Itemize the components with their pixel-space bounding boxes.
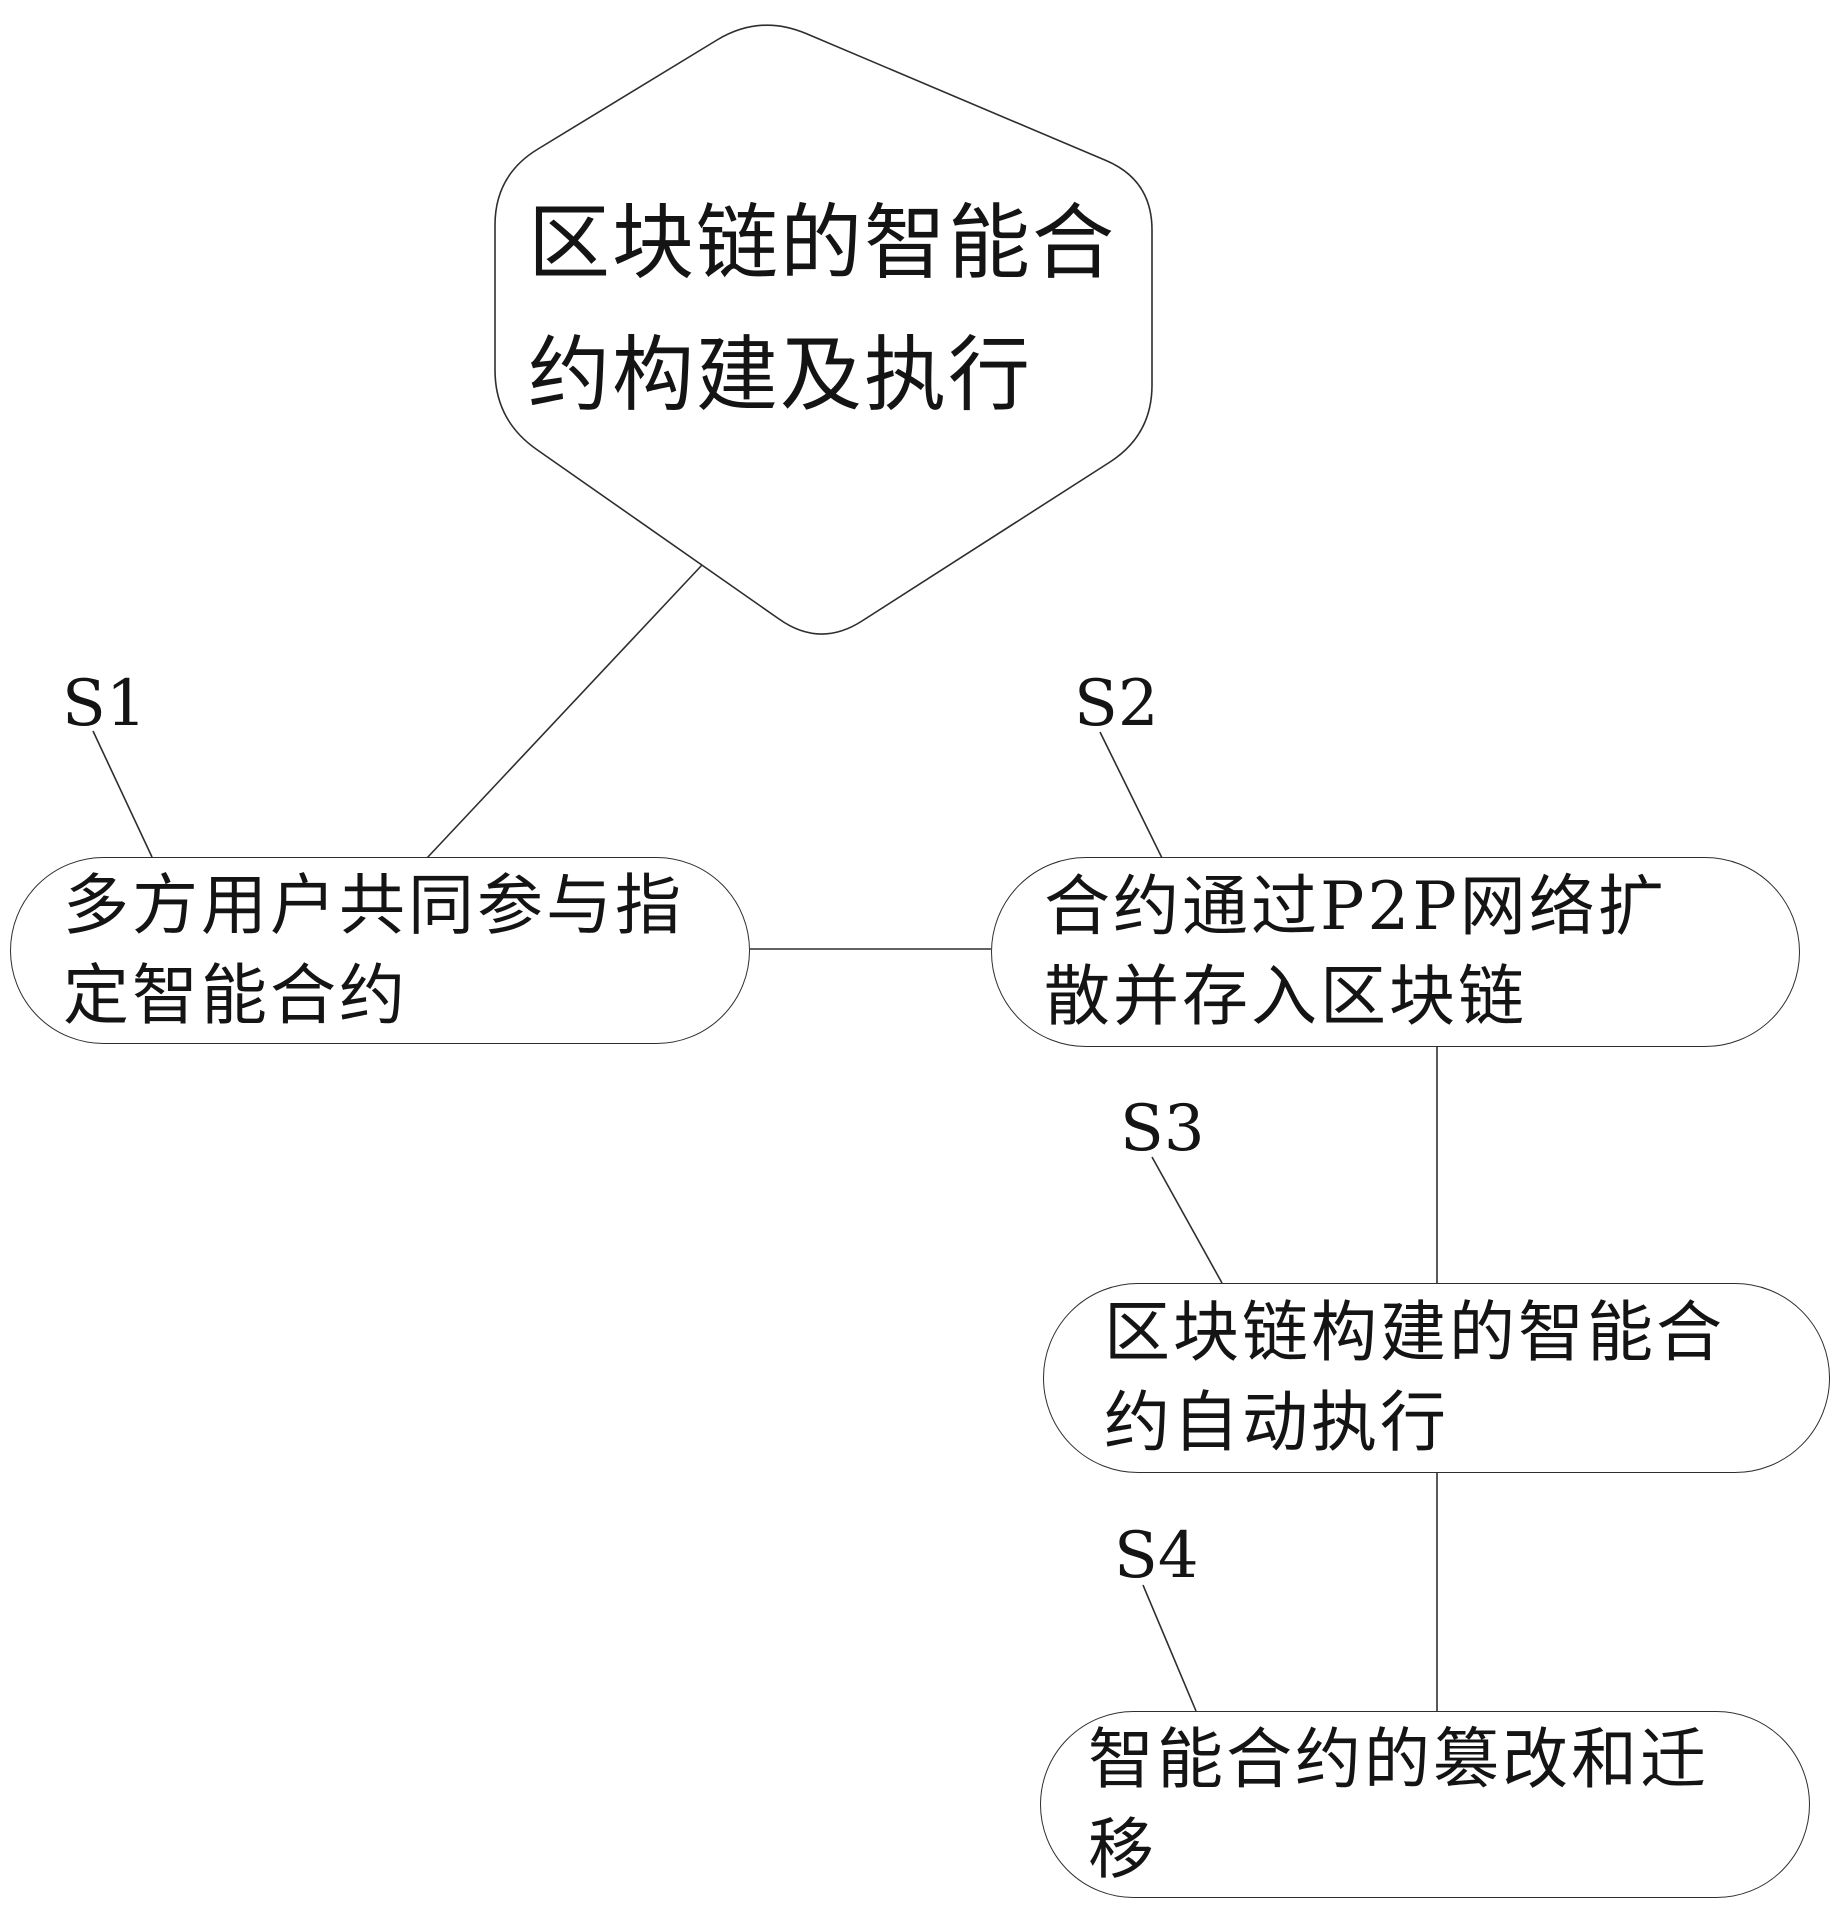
step-label-s4: S4 [1114,1519,1199,1593]
connector-hexagon-s1 [426,564,703,859]
leader-line-s3 [1151,1156,1223,1284]
step-box-s3-line2: 约自动执行 [1104,1384,1449,1461]
step-box-s4-line2: 移 [1088,1810,1157,1888]
step-label-s3: S3 [1120,1092,1205,1166]
step-label-s2: S2 [1074,667,1159,741]
step-box-s4-text: 智能合约的篡改和迁 移 [1041,1715,1709,1895]
leader-line-s4 [1142,1584,1197,1712]
hexagon-outline [494,24,1153,635]
leader-line-s1 [92,730,153,858]
step-box-s2: 合约通过P2P网络扩 散并存入区块链 [991,857,1800,1047]
step-box-s1-text: 多方用户共同参与指 定智能合约 [11,861,684,1041]
hexagon-title-line2: 约构建及执行 [528,328,1033,423]
step-box-s4-line1: 智能合约的篡改和迁 [1088,1720,1709,1798]
step-box-s4: 智能合约的篡改和迁 移 [1040,1711,1810,1898]
step-box-s3-text: 区块链构建的智能合 约自动执行 [1044,1288,1725,1468]
step-label-s1: S1 [62,667,147,741]
hexagon-title-line1: 区块链的智能合 [528,196,1117,291]
step-box-s1-line2: 定智能合约 [63,956,408,1034]
step-box-s2-text: 合约通过P2P网络扩 散并存入区块链 [992,862,1667,1042]
step-box-s2-line2: 散并存入区块链 [1044,958,1527,1035]
step-box-s1: 多方用户共同参与指 定智能合约 [10,857,750,1044]
step-box-s2-line1: 合约通过P2P网络扩 [1044,868,1667,945]
step-box-s3: 区块链构建的智能合 约自动执行 [1043,1283,1830,1473]
step-box-s1-line1: 多方用户共同参与指 [63,866,684,944]
hexagon-title: 区块链的智能合 约构建及执行 [528,178,1116,442]
leader-line-s2 [1099,731,1163,859]
step-box-s3-line1: 区块链构建的智能合 [1104,1294,1725,1371]
